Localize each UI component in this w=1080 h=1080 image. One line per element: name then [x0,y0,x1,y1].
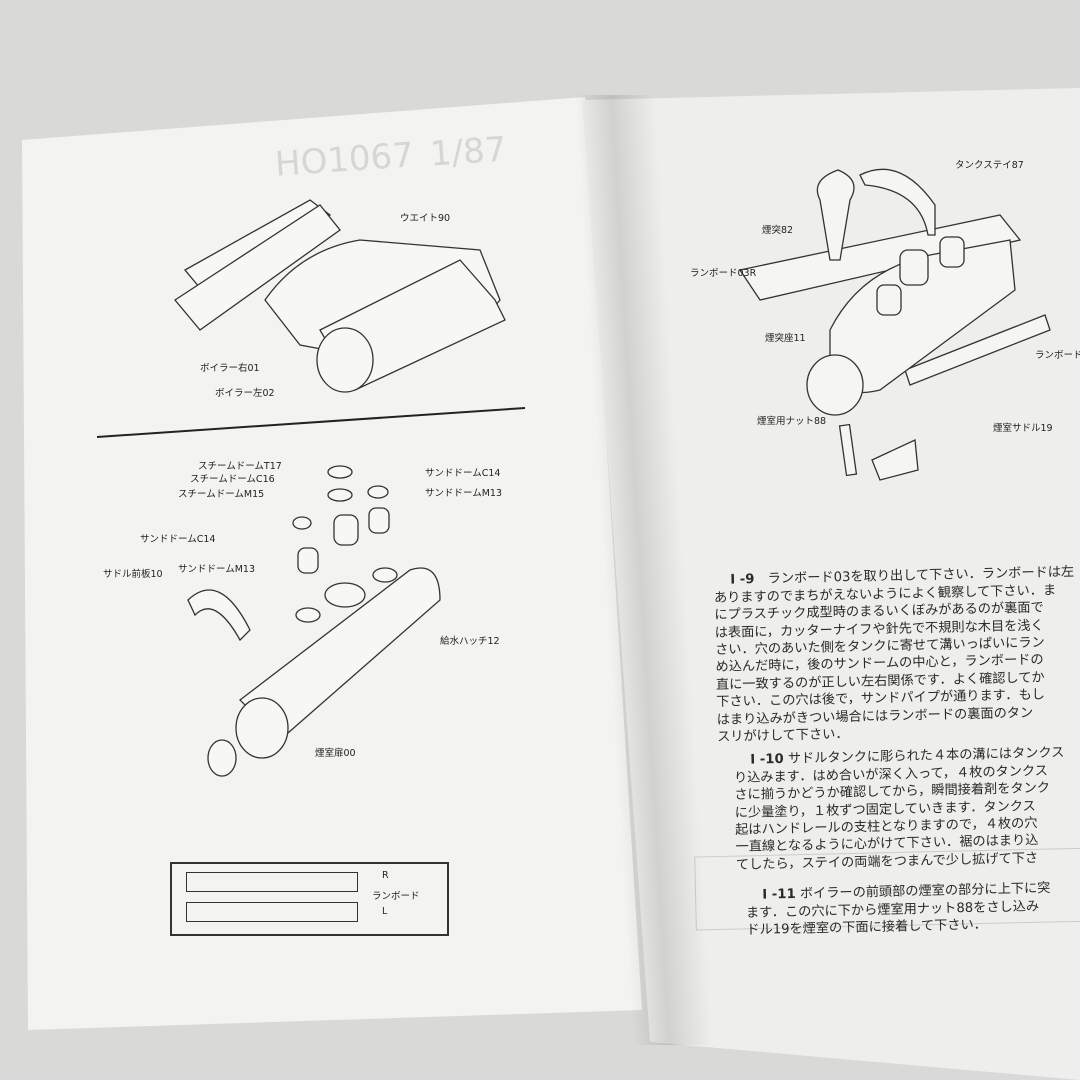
label-weight-90: ウエイト90 [400,213,451,224]
label-sand-dome-m13: サンドドームM13 [425,488,503,499]
section-i-9-id: I -9 [730,572,755,589]
running-board-box: R ランボード L [170,862,449,936]
label-r: R [382,870,389,881]
section-i-9: I -9 ランボード03を取り出して下さい．ランボードは左 ありますのでまちがえ… [713,547,1078,747]
label-chimney-base-11: 煙突座11 [765,333,806,344]
label-smokebox-door-00: 煙室扉00 [315,748,356,759]
label-running-board-right: ランボード [1035,350,1080,361]
label-boiler-left-02: ボイラー左02 [215,388,275,399]
label-feed-hatch-12: 給水ハッチ12 [440,636,500,647]
section-divider [96,407,526,438]
label-chimney-82: 煙突82 [762,225,794,236]
label-sand-dome-c14-b: サンドドームC14 [140,534,216,545]
section-i-11: I -11 ボイラーの前頭部の煙室の部分に上下に突 ます．この穴に下から煙室用ナ… [745,863,1051,940]
label-smokebox-nut-88: 煙室用ナット88 [757,416,827,427]
label-sand-dome-c14: サンドドームC14 [425,468,501,479]
label-l: L [382,906,388,917]
label-running-board-03r: ランボード03R [690,268,757,279]
label-boiler-right-01: ボイラー右01 [200,363,260,374]
label-steam-dome-m15: スチームドームM15 [178,489,265,500]
label-tank-stay-87: タンクステイ87 [955,160,1024,171]
label-smokebox-saddle-19: 煙室サドル19 [993,423,1053,434]
label-steam-dome-c16: スチームドームC16 [190,474,275,485]
label-steam-dome-t17: スチームドームT17 [198,461,282,472]
label-saddle-front-10: サドル前板10 [103,569,163,580]
label-sand-dome-m13-b: サンドドームM13 [178,564,256,575]
section-i-11-id: I -11 [762,887,796,904]
running-board-left-strip [186,902,358,922]
running-board-right-strip [186,872,358,892]
label-running-board: ランボード [372,891,420,902]
section-i-10-id: I -10 [750,752,784,769]
